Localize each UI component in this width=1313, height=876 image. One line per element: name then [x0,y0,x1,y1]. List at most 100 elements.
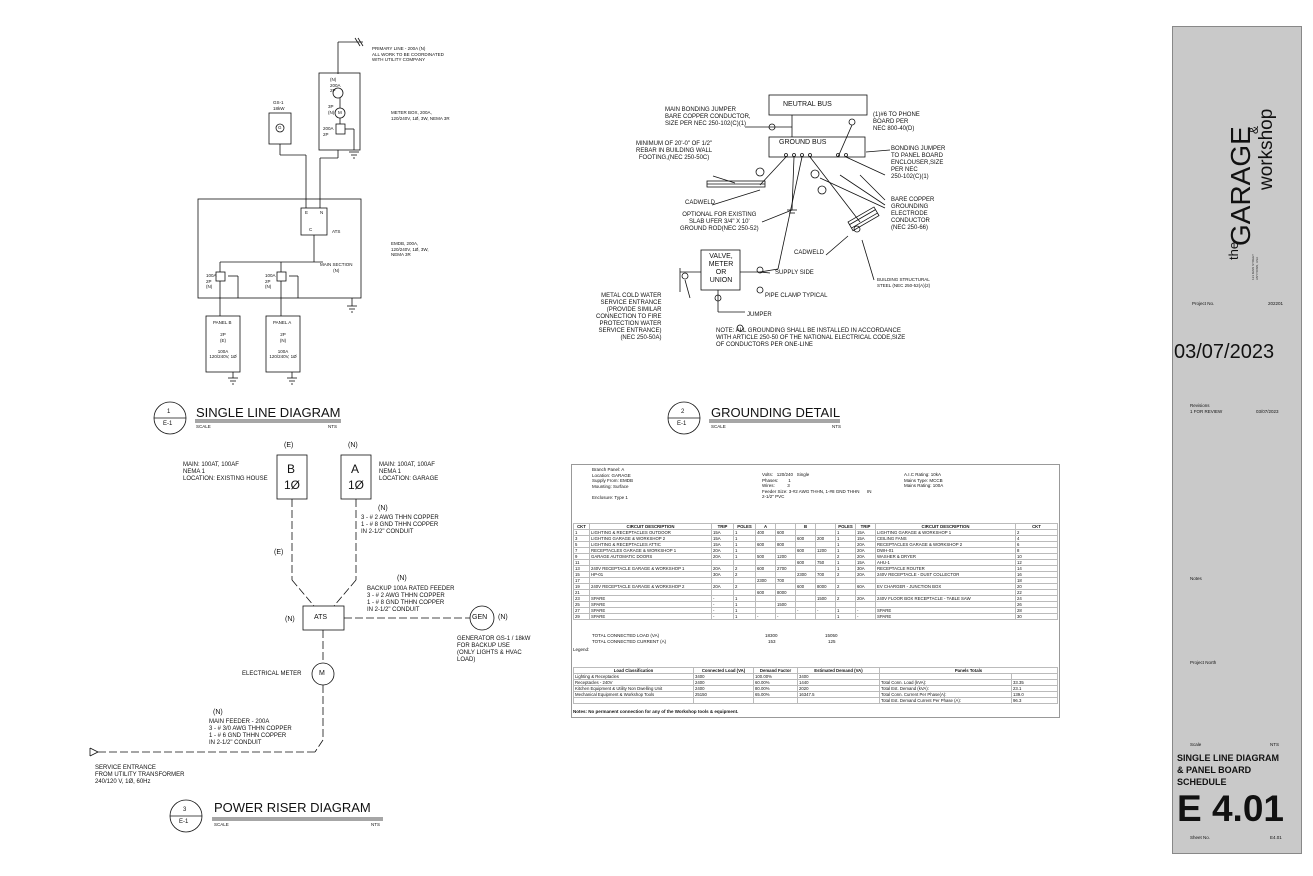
optional-ground-rod-note: OPTIONAL FOR EXISTING SLAB UFER 3/4" X 1… [680,212,759,232]
load-cell [573,697,694,704]
load-cell [797,697,880,704]
prd-tag-number: 3 [183,807,187,813]
ats-label: ATS [332,229,341,234]
circuit-header-cell: POLES [835,523,856,530]
issue-date-stamp: 03/07/2023 [1174,341,1275,363]
rebar-note: MINIMUM OF 20'-0" OF 1/2" REBAR IN BUILD… [636,141,713,161]
revision-1-date: 03/07/2023 [1256,409,1279,414]
circuit-cell: - [855,613,876,620]
ground-bus-label: GROUND BUS [779,139,827,146]
bonding-jumper-note: BONDING JUMPER TO PANEL BOARD ENCLOUSER,… [891,146,946,180]
legend-label: Legend: [573,647,590,652]
gd-scale-value: NTS [832,424,841,429]
backup-feeder-note: BACKUP 100A RATED FEEDER 3 - # 2 AWG THH… [367,586,455,613]
prd-title: POWER RISER DIAGRAM [214,800,371,815]
breaker-b-label: 100A 2P (N) [206,273,217,289]
ats-e-terminal: E [305,210,309,215]
logo-workshop: workshop [1256,108,1277,190]
feeder-a-note: 3 - # 2 AWG THHN COPPER 1 - # 8 GND THHN… [361,515,439,535]
supply-side-label: SUPPLY SIDE [775,270,814,276]
main-feeder-status: (N) [213,709,223,716]
cadweld-label-1: CADWELD [685,200,716,206]
sld-scale-value: NTS [328,424,337,429]
sld-title: SINGLE LINE DIAGRAM [196,405,341,420]
meter-circle-letter: M [319,670,325,677]
panel-b-spec: 2P (E) 100A 120/240V, 1Ø [209,332,237,359]
prd-scale-value: NTS [371,822,380,827]
main-bonding-jumper-note: MAIN BONDING JUMPER BARE COPPER CONDUCTO… [665,107,751,127]
gd-title: GROUNDING DETAIL [711,405,841,420]
panel-notes: Notes: No permanent connection for any o… [573,709,739,714]
project-number-label: Project No. [1192,301,1215,306]
riser-panel-b-phase: 1Ø [284,478,301,492]
circuit-cell: SPARE [589,613,712,620]
backup-feeder-status: (N) [397,575,407,582]
grounding-note: NOTE: ALL GROUNDING SHALL BE INSTALLED I… [716,328,906,348]
generator-label: GS-1 18kW [273,100,285,111]
circuit-cell: - [711,613,734,620]
riser-panel-a-status: (N) [348,442,358,449]
circuit-cell: 1 [835,613,856,620]
load-cell: Total Est. Demand Current Per Phase (A): [879,697,1012,704]
bare-copper-note: BARE COPPER GROUNDING ELECTRODE CONDUCTO… [891,197,935,231]
main-section-label: MAIN SECTION (N) [320,262,353,273]
scale-value: NTS [1270,742,1279,747]
riser-panel-b-status: (E) [284,442,294,449]
panel-a-label: PANEL A [273,320,292,325]
panel-header-left: Branch Panel: A Location: GARAGE Supply … [592,467,634,500]
meter-box-label: METER BOX, 200A, 120/240V, 1Ø, 3W, NEMA … [391,110,450,121]
circuit-cell: SPARE [875,613,1016,620]
cadweld-label-2: CADWELD [794,250,825,256]
total-load-a: 18300 [765,633,778,638]
panel-header-right: A.I.C Rating: 10kA Mains Type: MCCB Main… [904,472,944,488]
structural-steel-note: BUILDING STRUCTURAL STEEL (NEC 250-52(A)… [877,277,931,288]
sheet-title: SINGLE LINE DIAGRAM & PANEL BOARD SCHEDU… [1177,753,1280,787]
generator-description: GENERATOR GS-1 / 18kW FOR BACKUP USE (ON… [457,636,531,663]
grounding-linework [667,94,891,435]
project-number-value: 202201 [1268,301,1284,306]
sld-tag-sheet: E-1 [163,421,173,427]
revisions-label: Revisions [1190,403,1210,408]
title-block [1172,26,1302,854]
riser-panel-a-phase: 1Ø [348,478,365,492]
riser-panel-b-letter: B [287,462,296,476]
load-cell [753,697,798,704]
meter-symbol: M [338,110,342,115]
valve-meter-union-label: VALVE, METER OR UNION [708,253,734,284]
panel-a-main-note: MAIN: 100AT, 100AF NEMA 1 LOCATION: GARA… [379,462,439,482]
service-entrance-note: SERVICE ENTRANCE FROM UTILITY TRANSFORME… [95,765,185,785]
load-header-cell: Connected Load (VA) [693,667,754,674]
circuit-cell: - [755,613,776,620]
circuit-cell: 1 [733,613,756,620]
meter-mid-label: 3P (N) [328,104,335,115]
sheet-no-value: E4.01 [1270,835,1282,840]
single-line-linework [153,37,364,435]
prd-tag-sheet: E-1 [179,819,189,825]
panel-b-label: PANEL B [213,320,232,325]
neutral-bus-label: NEUTRAL BUS [783,101,832,108]
revision-1: 1 FOR REVIEW [1190,409,1223,414]
meter-top-label: (N) 200A 2P [330,77,341,93]
sld-scale-label: SCALE [196,424,211,429]
riser-linework [89,454,495,833]
generator-symbol: G [278,125,282,130]
ats-status: (N) [285,616,295,623]
scale-label: Scale [1190,742,1202,747]
sld-tag-number: 1 [167,409,171,415]
meter-bottom-label: 200A 2P [323,126,334,137]
ats-box-label: ATS [314,614,328,621]
load-header-cell: Demand Factor [753,667,798,674]
generator-symbol-label: GEN [472,614,488,621]
circuit-cell: 30 [1015,613,1058,620]
total-current-label: TOTAL CONNECTED CURRENT (A) [592,639,667,644]
circuit-cell: - [775,613,796,620]
sheet-number: E 4.01 [1177,788,1284,829]
